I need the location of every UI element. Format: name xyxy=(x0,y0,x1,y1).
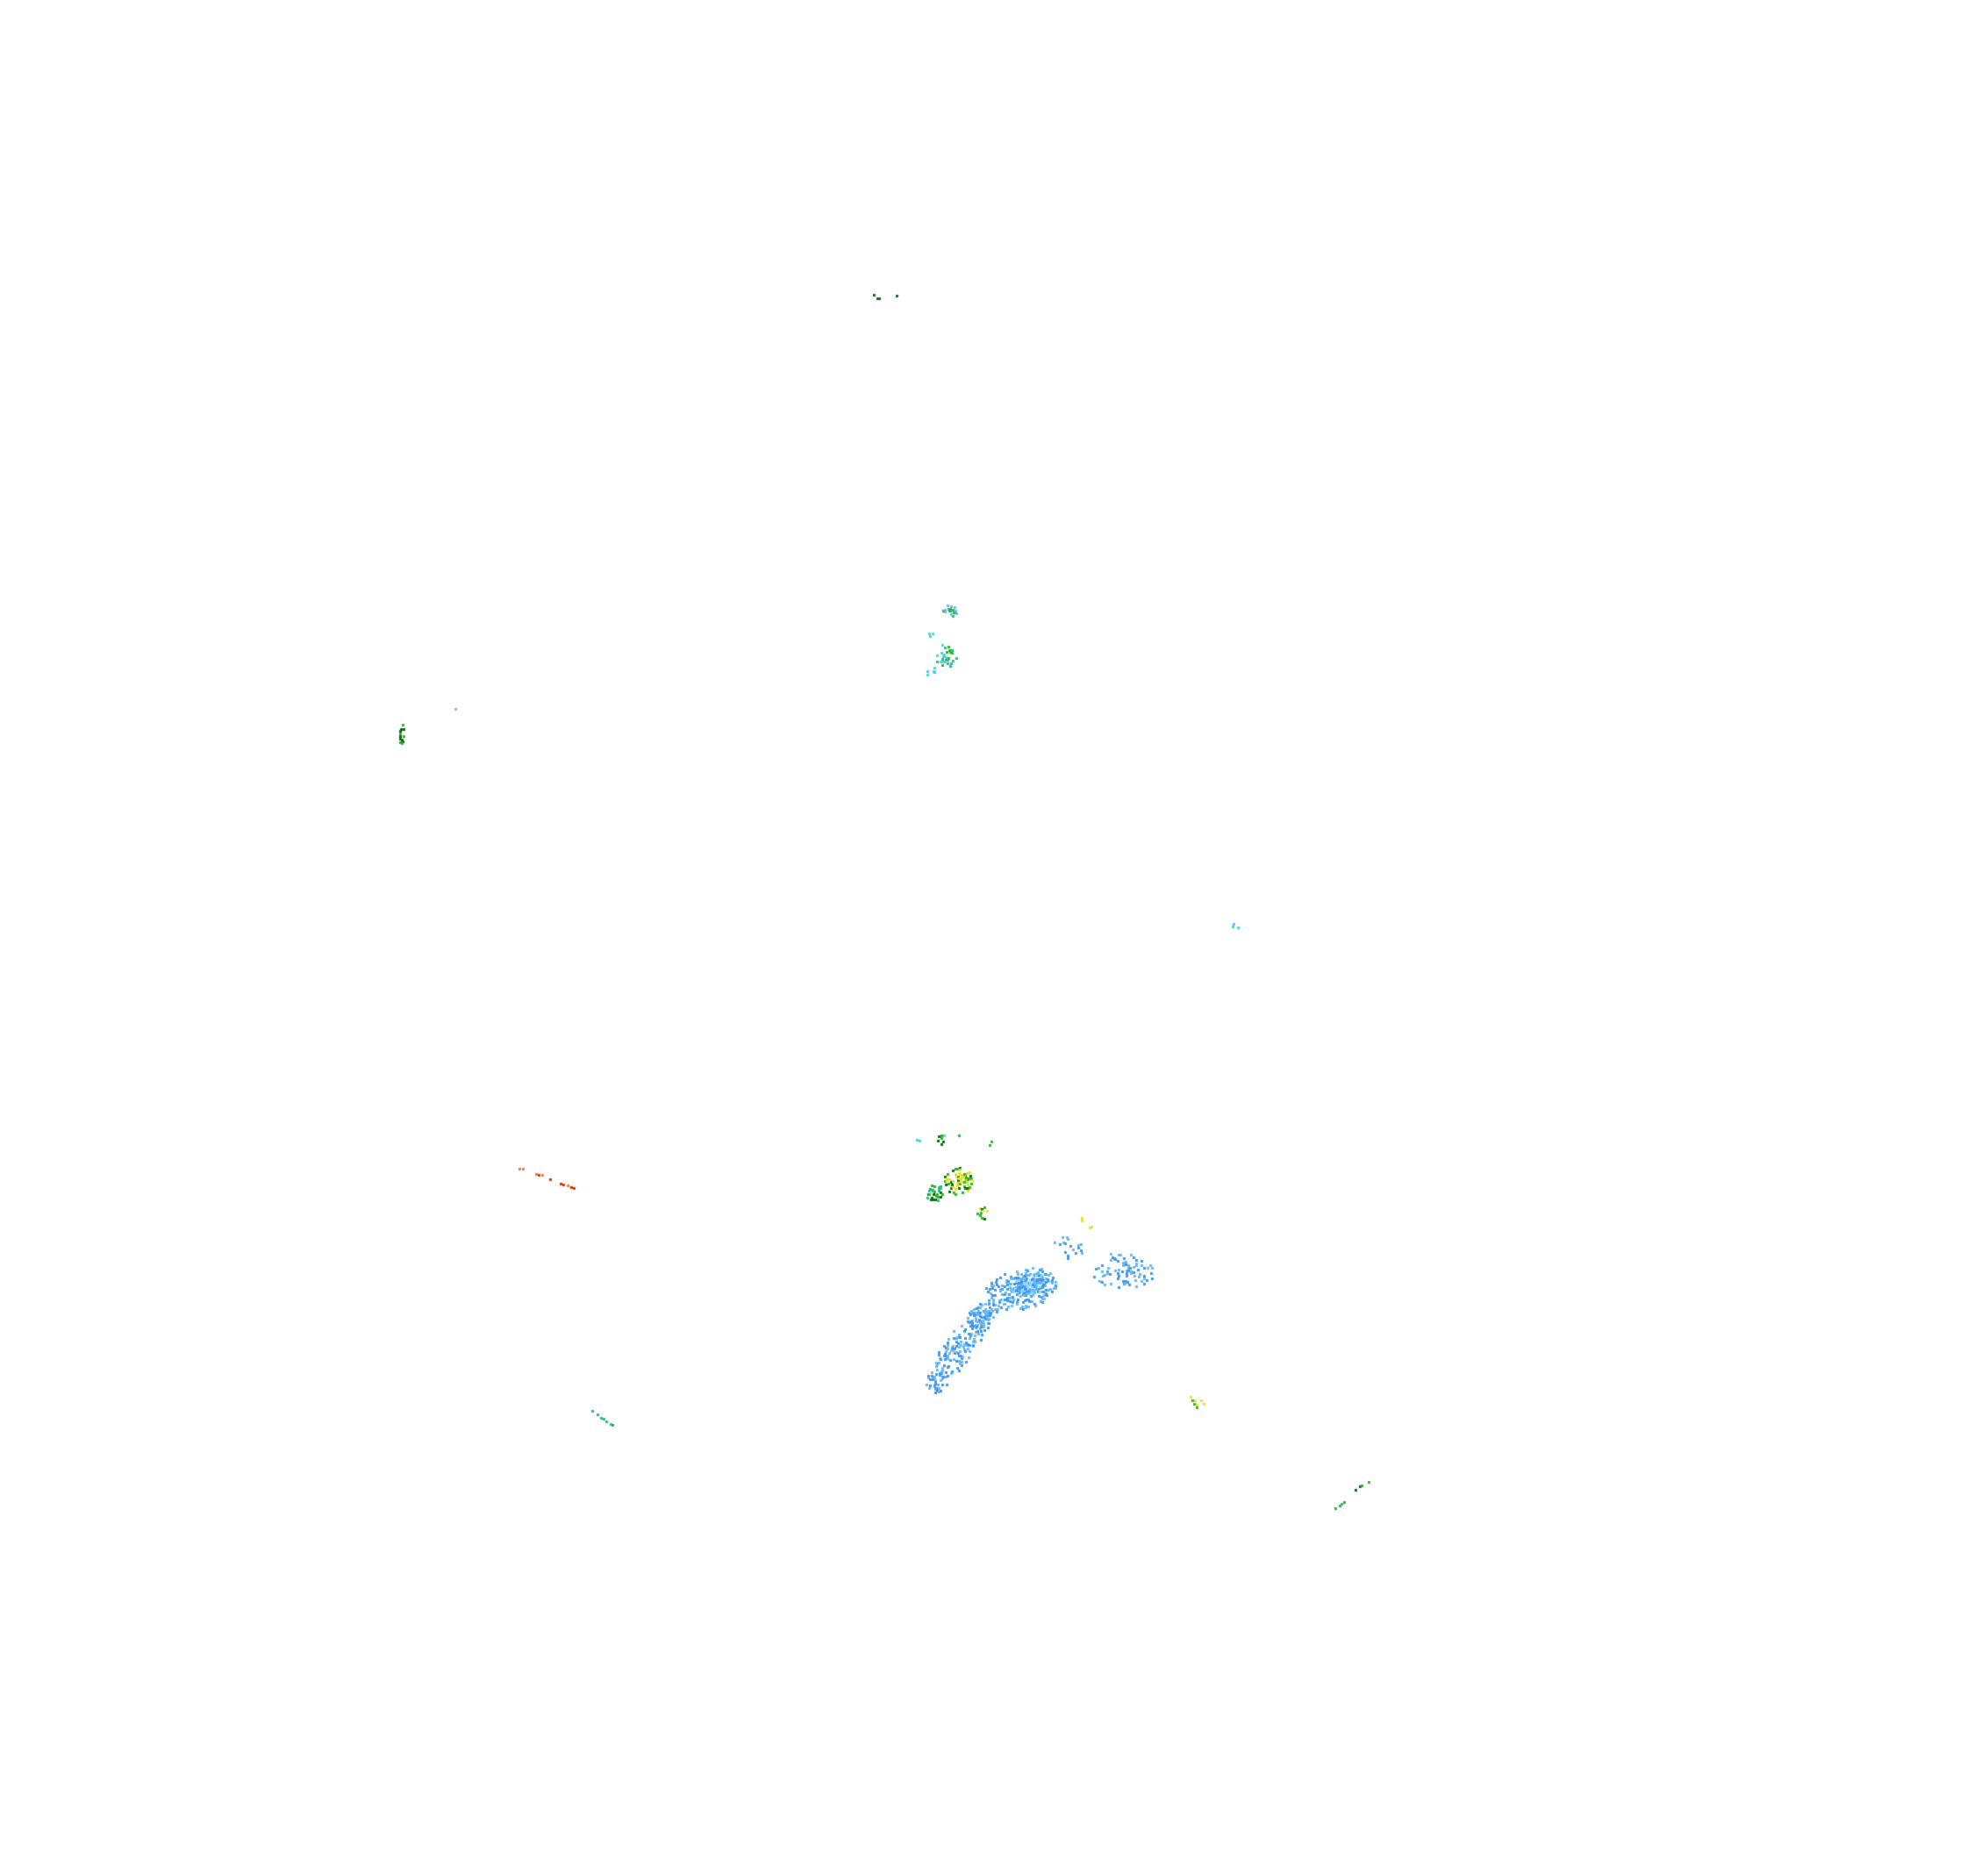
weather-radar-frame xyxy=(0,0,1988,1875)
radar-echo-layer xyxy=(0,0,1988,1875)
